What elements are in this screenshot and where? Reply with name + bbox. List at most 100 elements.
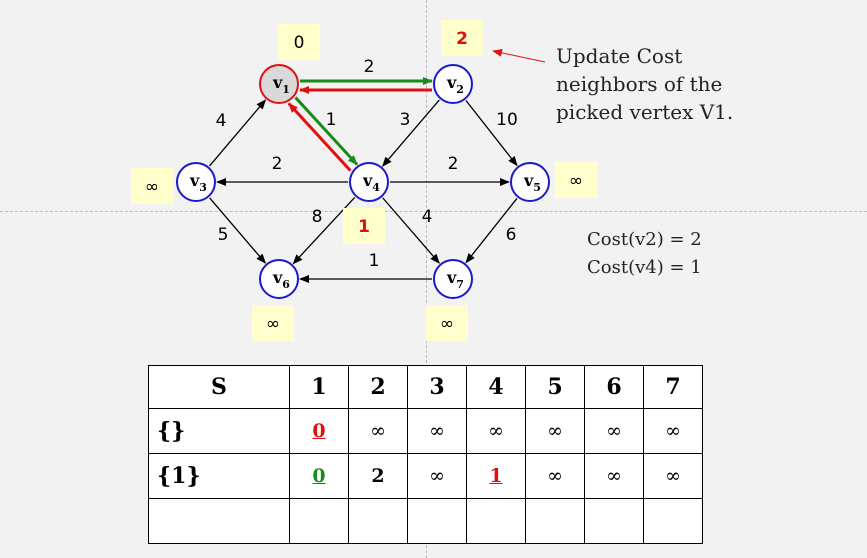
edge-v1-v4-highlight bbox=[294, 96, 359, 166]
edge-weight-v3-v6: 5 bbox=[218, 225, 229, 245]
node-v4: v4 bbox=[349, 162, 389, 202]
node-label-v3: v3 bbox=[189, 171, 207, 194]
node-label-v1: v1 bbox=[272, 73, 290, 96]
node-circle bbox=[510, 162, 550, 202]
graph-diagram: 2 1 4 3 10 2 2 8 4 5 1 6 0 2 ∞ 1 ∞ ∞ ∞ v1 v2 v3 v4 v5 v6 v7 bbox=[131, 20, 597, 341]
node-v2: v2 bbox=[433, 64, 473, 104]
table-cell: ∞ bbox=[584, 408, 644, 454]
table-cell: ∞ bbox=[584, 453, 644, 499]
node-label-v4: v4 bbox=[362, 171, 380, 194]
table-header: 1 bbox=[289, 365, 349, 409]
edge-v2-v4 bbox=[382, 99, 440, 167]
table-cell: ∞ bbox=[407, 453, 467, 499]
edge-weight-v1-v4: 1 bbox=[326, 110, 337, 130]
node-v6: v6 bbox=[259, 259, 299, 299]
table-cell: 2 bbox=[348, 453, 408, 499]
callout-line: neighbors of the bbox=[556, 72, 723, 96]
table-header: 5 bbox=[525, 365, 585, 409]
node-label-v6: v6 bbox=[272, 268, 290, 291]
table-header: 4 bbox=[466, 365, 526, 409]
table-cell bbox=[643, 498, 703, 544]
cost-label-v3: ∞ bbox=[145, 177, 159, 197]
table-header: 6 bbox=[584, 365, 644, 409]
cost-box-v2 bbox=[441, 20, 483, 56]
edge-weight-v4-v7: 4 bbox=[422, 207, 433, 227]
node-v1: v1 bbox=[259, 64, 299, 104]
table-row-label: {1} bbox=[148, 453, 290, 499]
edge-weight-v4-v5: 2 bbox=[448, 154, 459, 174]
table-cell bbox=[407, 498, 467, 544]
cost-summary: Cost(v2) = 2 Cost(v4) = 1 bbox=[587, 226, 702, 282]
table-row bbox=[148, 498, 703, 544]
table-cell bbox=[289, 498, 349, 544]
guide-line-horizontal bbox=[0, 211, 867, 212]
table-cell: ∞ bbox=[525, 453, 585, 499]
callout-line: Update Cost bbox=[556, 44, 683, 68]
node-circle bbox=[433, 64, 473, 104]
callout-text: Update Cost neighbors of the picked vert… bbox=[556, 42, 856, 126]
cost-line: Cost(v4) = 1 bbox=[587, 257, 702, 278]
node-circle bbox=[349, 162, 389, 202]
edge-v2-v5 bbox=[465, 100, 518, 167]
cost-label-v1: 0 bbox=[294, 33, 305, 53]
table-cell: 1 bbox=[466, 453, 526, 499]
node-circle bbox=[259, 259, 299, 299]
table-cell bbox=[348, 498, 408, 544]
cost-label-v5: ∞ bbox=[569, 171, 583, 191]
node-circle bbox=[259, 64, 299, 104]
node-label-v7: v7 bbox=[446, 268, 464, 291]
node-circle bbox=[176, 162, 216, 202]
cost-box-v6 bbox=[252, 305, 294, 341]
table-cell: ∞ bbox=[348, 408, 408, 454]
cost-box-v1 bbox=[278, 24, 320, 60]
cost-box-v5 bbox=[555, 162, 597, 198]
table-header: S bbox=[148, 365, 290, 409]
edge-v1-v4-return bbox=[287, 102, 352, 172]
table-cell: 0 bbox=[289, 453, 349, 499]
table-cell bbox=[525, 498, 585, 544]
edge-weight-v7-v6: 1 bbox=[369, 251, 380, 271]
table-header: 7 bbox=[643, 365, 703, 409]
edge-weight-v5-v7: 6 bbox=[506, 225, 517, 245]
cost-label-v2: 2 bbox=[456, 29, 468, 49]
table-row-label bbox=[148, 498, 290, 544]
edge-weight-v3-v1: 4 bbox=[216, 111, 227, 131]
table-cell: ∞ bbox=[643, 453, 703, 499]
cost-box-v4 bbox=[343, 208, 385, 244]
table-cell: ∞ bbox=[407, 408, 467, 454]
edge-weight-v4-v6: 8 bbox=[312, 207, 323, 227]
node-v5: v5 bbox=[510, 162, 550, 202]
table-row-label: {} bbox=[148, 408, 290, 454]
table-header-row: S 1 2 3 4 5 6 7 bbox=[148, 365, 703, 409]
callout-line: picked vertex V1. bbox=[556, 100, 734, 124]
cost-label-v6: ∞ bbox=[266, 314, 280, 334]
edge-weight-v1-v2: 2 bbox=[364, 57, 375, 77]
edge-v3-v1 bbox=[209, 99, 267, 167]
edge-v3-v6 bbox=[209, 197, 266, 264]
edge-weight-v2-v5: 10 bbox=[496, 110, 518, 130]
table-cell bbox=[584, 498, 644, 544]
table-cell: ∞ bbox=[643, 408, 703, 454]
node-label-v5: v5 bbox=[523, 171, 541, 194]
node-label-v2: v2 bbox=[446, 73, 464, 96]
edge-weight-v2-v4: 3 bbox=[400, 110, 411, 130]
cost-box-v3 bbox=[131, 168, 173, 204]
cost-line: Cost(v2) = 2 bbox=[587, 229, 702, 250]
cost-box-v7 bbox=[426, 305, 468, 341]
edge-v5-v7 bbox=[465, 198, 518, 264]
node-v7: v7 bbox=[433, 259, 473, 299]
edge-weight-v4-v3: 2 bbox=[272, 154, 283, 174]
callout-arrow bbox=[492, 48, 546, 63]
table-row: {}0∞∞∞∞∞∞ bbox=[148, 408, 703, 454]
table-cell bbox=[466, 498, 526, 544]
cost-label-v4: 1 bbox=[358, 217, 370, 237]
table-header: 3 bbox=[407, 365, 467, 409]
edge-v4-v7 bbox=[382, 197, 440, 264]
node-circle bbox=[433, 259, 473, 299]
cost-label-v7: ∞ bbox=[440, 314, 454, 334]
table-cell: ∞ bbox=[466, 408, 526, 454]
table-cell: ∞ bbox=[525, 408, 585, 454]
table-cell: 0 bbox=[289, 408, 349, 454]
table-header: 2 bbox=[348, 365, 408, 409]
